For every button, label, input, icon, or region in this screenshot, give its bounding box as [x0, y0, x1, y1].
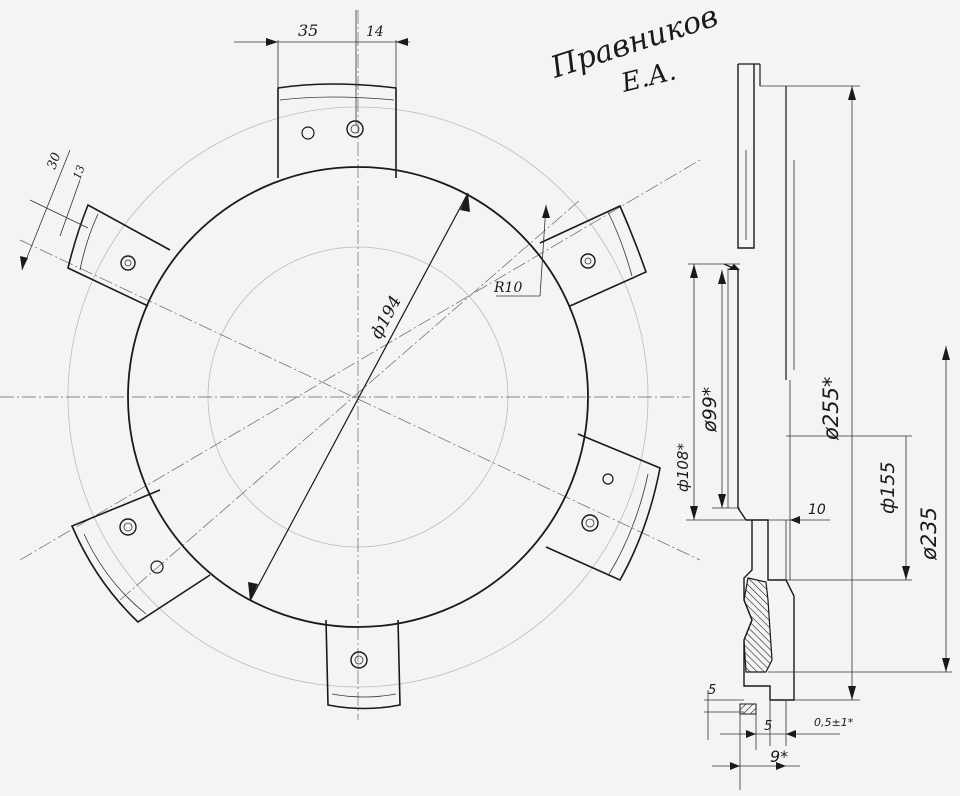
fillet-radius-label: R10: [493, 280, 522, 296]
diagonal-centerline-1: [19, 239, 701, 561]
tab-upper-right: [539, 204, 647, 307]
gap-label: 0,5±1*: [814, 716, 854, 729]
slot-offset-label: 13: [71, 163, 88, 181]
width-5-label: 5: [764, 719, 772, 734]
total-9-label: 9*: [770, 747, 788, 766]
tab-upper-left: [67, 203, 171, 307]
dia-lip-label: ф108*: [674, 443, 692, 492]
signature: Правников Е.А.: [546, 0, 723, 99]
dia-outer-255-label: ø255*: [819, 377, 843, 441]
tab-lower-left-small-hole: [150, 560, 164, 574]
tab-top: [277, 83, 397, 178]
tab-width-label: 35: [298, 21, 318, 40]
diagonal-centerline-3: [119, 199, 581, 601]
dia-235-label: ø235: [917, 507, 941, 561]
center-diameter-label: ф194: [367, 293, 406, 343]
height-5-label: 5: [708, 683, 716, 698]
dia-inner-label: ø99*: [699, 387, 721, 433]
main-disc-outline: [127, 166, 589, 628]
tab-lower-right-small-hole: [602, 473, 614, 485]
diagonal-centerline-2: [19, 159, 701, 561]
tab-lower-left: [70, 489, 211, 624]
tab-lower-left-hole: [119, 518, 137, 536]
friction-lining-section: [743, 577, 773, 673]
slot-width-label: 30: [45, 151, 65, 172]
tab-offset-label: 14: [366, 24, 384, 40]
width-10-label: 10: [808, 502, 826, 518]
plan-view: ф194 35 14 30 13 R10: [0, 10, 701, 720]
tab-top-small-hole: [301, 126, 315, 140]
tab-lower-right: [545, 433, 661, 582]
tab-bottom-hole: [350, 651, 368, 669]
tab-lower-right-hole: [581, 514, 599, 532]
dia-155-label: ф155: [877, 461, 899, 514]
section-view: ø99* ф108* ø255* ф155 ø235 10 5: [674, 63, 952, 790]
rivet-section: [739, 703, 757, 715]
diameter-leader: [249, 192, 469, 602]
tab-bottom: [325, 619, 401, 710]
tab-top-hole: [346, 120, 364, 138]
tab-upper-right-hole: [580, 253, 596, 269]
tab-upper-left-hole: [120, 255, 136, 271]
